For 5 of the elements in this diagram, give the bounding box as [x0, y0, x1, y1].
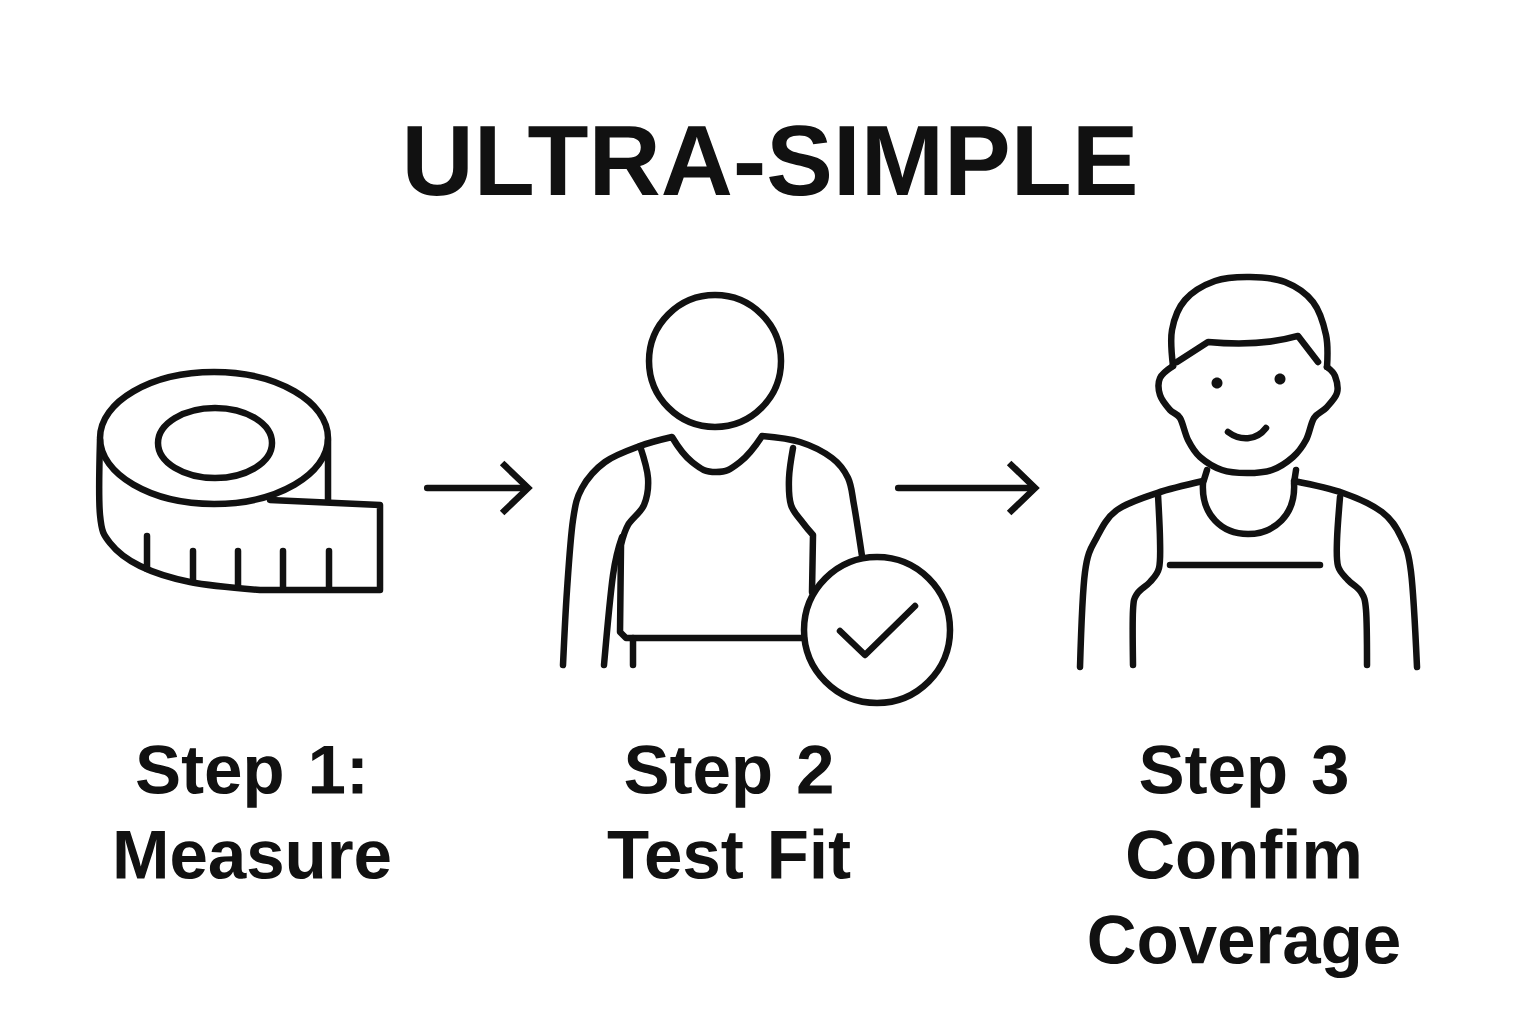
- arrow: [894, 460, 1040, 516]
- step-label: Step 1: Measure: [116, 745, 390, 880]
- title: ULTRA-SIMPLE: [407, 125, 1135, 196]
- step-label: Step 3 Confim Coverage: [1089, 745, 1399, 978]
- step-label: Step 2 Test Fit: [607, 745, 851, 880]
